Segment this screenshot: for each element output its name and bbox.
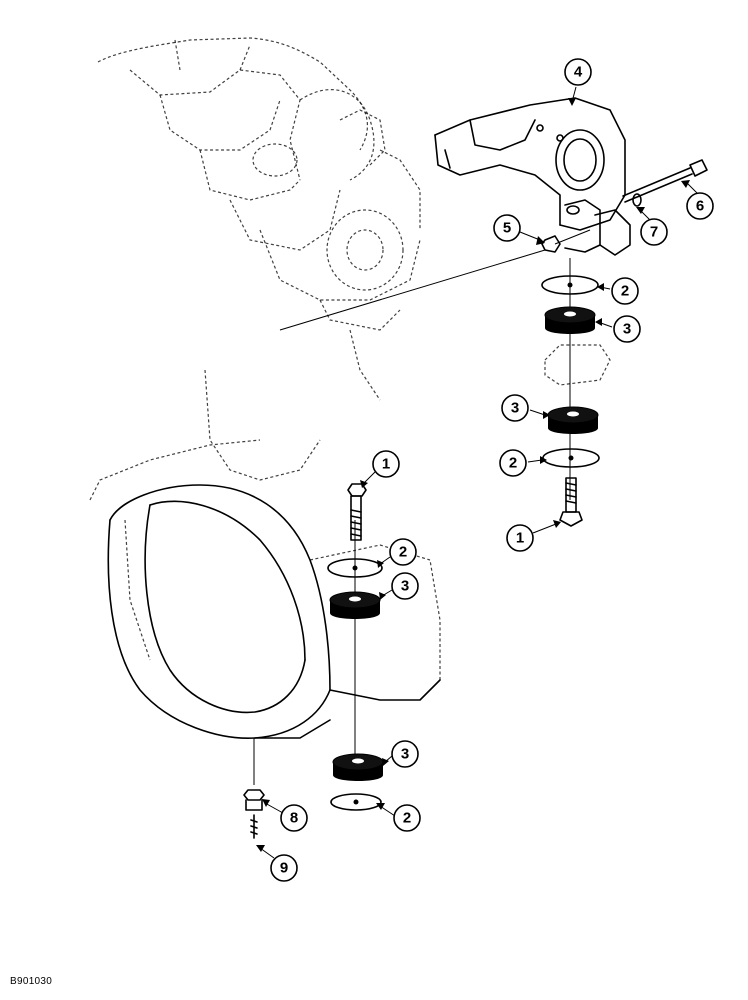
figure-reference-code: B901030 [10,976,53,987]
callout-label-3d: 3 [401,746,409,763]
callout-5: 5 [493,214,545,245]
callout-label-5: 5 [503,220,511,237]
callout-label-8: 8 [290,810,298,827]
callout-7: 7 [636,207,668,246]
callout-label-1b: 1 [382,456,390,473]
callout-label-3a: 3 [623,321,631,338]
upper-bolt-1 [559,477,583,527]
nut-5 [541,235,561,253]
upper-washer-2b [542,448,600,468]
callout-label-4: 4 [574,64,583,81]
callout-2-upper-b: 2 [499,449,547,477]
callout-1-lower: 1 [360,450,400,488]
transmission-housing [89,369,441,739]
engine-mount-bracket [434,97,631,256]
lower-washer-2a [327,558,383,578]
callout-label-6: 6 [696,198,704,215]
callout-3-lower-b: 3 [382,740,419,768]
callout-label-2d: 2 [403,810,411,827]
upper-isolator-3a [544,306,596,334]
bolt-6 [622,159,708,203]
callout-label-2c: 2 [399,544,407,561]
callout-4: 4 [564,58,592,106]
callout-label-3b: 3 [511,400,519,417]
callout-2-upper-a: 2 [597,277,639,305]
lower-bolt-1 [347,483,367,541]
part-9 [250,814,258,839]
callout-label-1a: 1 [516,530,524,547]
callout-label-9: 9 [280,860,288,877]
callout-8: 8 [262,799,308,832]
callout-1-upper: 1 [506,520,561,552]
callout-label-3c: 3 [401,578,409,595]
lower-washer-2b [330,793,382,811]
callout-6: 6 [681,180,714,220]
engine-outline [97,37,421,401]
callout-label-7: 7 [650,224,658,241]
upper-isolator-3b [547,406,599,434]
callout-label-2a: 2 [621,283,629,300]
callout-3-upper-a: 3 [595,315,641,343]
callout-3-lower-a: 3 [379,572,419,600]
lower-isolator-3a [329,591,381,619]
lower-isolator-3b [332,753,384,781]
callout-label-2b: 2 [509,455,517,472]
washer-7 [632,193,642,207]
callout-2-lower-a: 2 [377,538,417,568]
fitting-8 [243,789,265,811]
callout-9: 9 [256,845,298,882]
upper-washer-2a [541,275,599,295]
callout-3-upper-b: 3 [501,394,550,422]
callout-2-lower-b: 2 [376,803,421,832]
